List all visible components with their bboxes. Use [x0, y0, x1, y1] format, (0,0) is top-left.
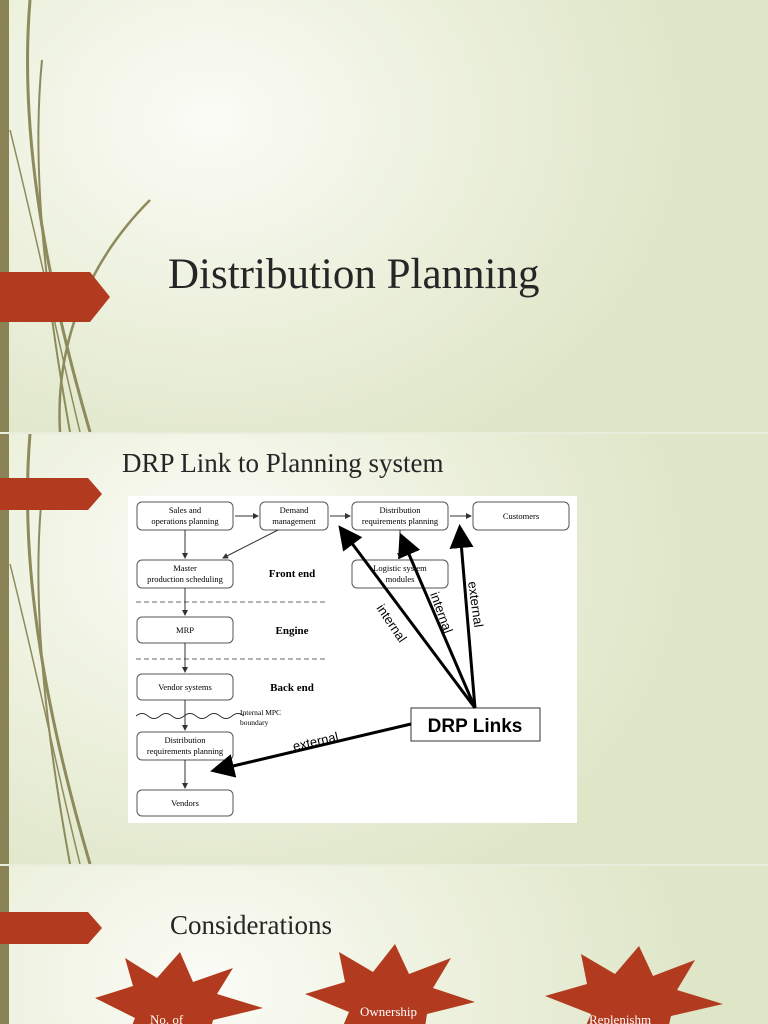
drp-links-box: [410, 707, 541, 742]
drp-diagram-svg: Sales and operations planning Demand man…: [135, 501, 570, 817]
box-customers-label: Customers: [503, 511, 539, 521]
box-logistic-label: Logistic system: [373, 563, 427, 573]
drp-links-label: DRP Links: [428, 716, 523, 737]
box-drp-bottom-label: requirements planning: [147, 746, 224, 756]
label-back-end: Back end: [270, 682, 314, 694]
slide-1-title: Distribution Planning: [168, 251, 540, 298]
box-sales-operations-label: operations planning: [151, 516, 219, 526]
box-mrp-label: MRP: [176, 625, 194, 635]
slide-3-title: Considerations: [170, 910, 332, 940]
slide-1: Distribution Planning: [0, 0, 768, 432]
box-drp-top-label: requirements planning: [362, 516, 439, 526]
box-demand-label: Demand: [280, 505, 310, 515]
slide-edge-bar: [0, 866, 9, 1024]
accent-tab: [0, 478, 102, 510]
grass-decoration: [9, 0, 151, 432]
arrow-label-internal: internal: [374, 601, 410, 645]
star-shape-3: [545, 946, 723, 1024]
slide-2: DRP Link to Planning system Sales and op…: [0, 434, 768, 864]
box-drp-top-label: Distribution: [379, 505, 421, 515]
drp-diagram: Sales and operations planning Demand man…: [128, 496, 577, 823]
box-vendor-systems-label: Vendor systems: [158, 682, 212, 692]
arrow-label-external: external: [291, 729, 340, 754]
box-vendors: [136, 789, 234, 817]
box-customers: [472, 501, 570, 531]
arrow-label-internal: internal: [427, 590, 456, 635]
box-demand-label: management: [272, 516, 316, 526]
boundary-label: Internal MPC: [240, 708, 281, 717]
box-drp-bottom-label: Distribution: [164, 735, 206, 745]
accent-tab: [0, 912, 102, 944]
arrow-label-external: external: [465, 580, 486, 628]
slide-edge-bar: [0, 434, 9, 864]
star-label-2: Ownership: [360, 1004, 418, 1019]
box-logistic: [351, 559, 449, 589]
slide-3: Considerations No. of Ownership Replenis…: [0, 866, 768, 1024]
boundary-wave: [135, 713, 245, 719]
box-mps-label: production scheduling: [147, 574, 224, 584]
accent-tab: [0, 272, 110, 322]
box-vendors-label: Vendors: [171, 798, 199, 808]
slide-edge-bar: [0, 0, 9, 432]
star-label-3: Replenishm: [589, 1012, 652, 1024]
label-front-end: Front end: [269, 568, 316, 580]
box-sales-operations-label: Sales and: [169, 505, 202, 515]
box-mps-label: Master: [173, 563, 197, 573]
label-engine: Engine: [275, 625, 308, 637]
box-demand-management: [259, 501, 329, 531]
star-label-1: No. of: [150, 1012, 184, 1024]
box-logistic-label: modules: [386, 574, 415, 584]
star-shape-1: [95, 952, 263, 1024]
slide-2-title: DRP Link to Planning system: [122, 448, 444, 478]
star-shape-2: [305, 944, 475, 1024]
boundary-label: boundary: [240, 718, 269, 727]
